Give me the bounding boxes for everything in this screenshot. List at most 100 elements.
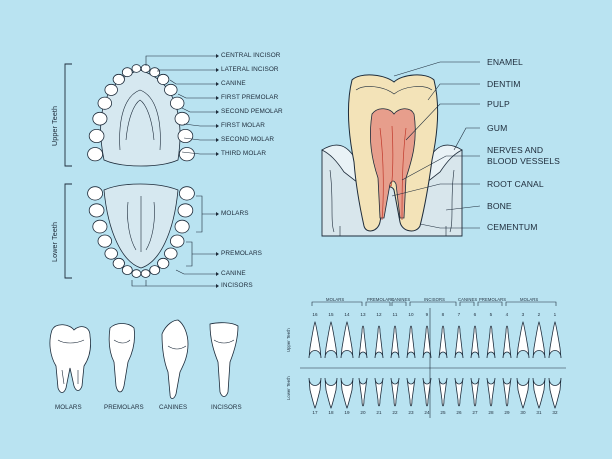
chart-upper-tooth [358,325,368,359]
chart-lower-tooth [486,377,496,407]
label-second-premolar: SECOND PEMOLAR [221,108,283,115]
upper-arch-tooth [177,128,194,143]
chart-lower-teeth [308,377,562,409]
label-gum: GUM [487,123,508,133]
label-lower-canine: CANINE [221,270,246,277]
label-dentim: DENTIM [487,79,521,89]
chart-upper-side-label: Upper Teeth [286,328,291,352]
group-brackets [311,301,557,306]
lower-arch-tooth [121,265,133,276]
label-lower-molars: MOLARS [221,210,249,217]
chart-lower-number: 26 [456,410,462,415]
chart-lower-number: 21 [376,410,382,415]
upper-arch-tooth [164,83,178,96]
caption-canines: CANINES [159,404,188,411]
lower-arch-tooth [112,257,125,269]
chart-upper-number: 12 [376,312,382,317]
chart-upper-number: 15 [328,312,334,317]
lower-arch-tooth [177,203,194,218]
label-first-molar: FIRST MOLAR [221,122,265,129]
upper-arch-tooth [140,64,151,73]
upper-arch-tooth [121,67,133,78]
label-bone: BONE [487,201,512,211]
label-first-premolar: FIRST PREMOLAR [221,94,279,101]
upper-bracket [64,63,72,167]
upper-arch-tooth [149,67,161,78]
label-pulp: PULP [487,99,510,109]
chart-upper-tooth [374,325,384,359]
chart-lower-tooth [470,377,480,407]
chart-group-premolars-right: PREMOLARS [479,297,507,302]
label-enamel: ENAMEL [487,57,523,67]
lower-arch-tooth [169,234,185,248]
chart-lower-number: 28 [488,410,494,415]
chart-lower-number: 20 [360,410,366,415]
caption-incisors: INCISORS [211,404,242,411]
lower-bracket [64,183,72,279]
chart-upper-tooth [390,325,400,359]
chart-upper-number: 10 [408,312,414,317]
label-blood-vessels: BLOOD VESSELS [487,156,560,166]
lower-leader-lines [131,195,216,287]
chart-upper-tooth [548,321,562,359]
chart-upper-number: 13 [360,312,366,317]
caption-molars: MOLARS [55,404,82,411]
chart-lower-tooth [532,377,546,409]
lower-arch-tooth [97,234,113,248]
chart-upper-tooth [340,321,354,359]
label-canine: CANINE [221,80,246,87]
chart-lower-number: 25 [440,410,446,415]
chart-lower-number: 32 [552,410,558,415]
label-lower-premolars: PREMOLARS [221,250,263,257]
upper-arch-tooth [169,96,185,110]
upper-arch-tooth [88,128,105,143]
label-second-molar: SECOND MOLAR [221,136,275,143]
chart-group-molars-left: MOLARS [326,297,345,302]
upper-teeth-ring [87,64,195,162]
upper-arch-tooth [104,83,118,96]
chart-lower-side-label: Lower Teeth [286,376,291,400]
incisor-tooth [209,322,239,397]
chart-lower-tooth [324,377,338,409]
chart-lower-tooth [502,377,512,407]
lower-arch-tooth [164,247,178,260]
chart-upper-number: 16 [312,312,318,317]
label-nerves-and: NERVES AND [487,145,544,155]
lower-arch-tooth [87,186,103,201]
upper-arch-tooth [174,111,190,126]
label-root-canal: ROOT CANAL [487,179,544,189]
chart-lower-number: 24 [424,410,430,415]
label-lateral-incisor: LATERAL INCISOR [221,66,279,73]
upper-arch-tooth [131,64,142,73]
chart-upper-number: 9 [425,312,429,317]
chart-lower-tooth [438,377,448,407]
chart-lower-tooth [374,377,384,407]
upper-arch-tooth [87,147,103,162]
chart-upper-number: 1 [553,312,557,317]
caption-premolars: PREMOLARS [104,404,144,411]
chart-upper-number: 3 [521,312,525,317]
upper-arch-tooth [92,111,108,126]
chart-group-incisors: INCISORS [424,297,446,302]
chart-lower-number: 31 [536,410,542,415]
chart-upper-tooth [470,325,480,359]
chart-upper-tooth [502,325,512,359]
cross-section-leader-lines [391,61,481,229]
upper-arch-tooth [97,96,113,110]
chart-lower-number: 18 [328,410,334,415]
upper-leader-lines [145,55,216,155]
chart-upper-number: 11 [392,312,398,317]
chart-lower-tooth [406,377,416,407]
chart-lower-number: 23 [408,410,414,415]
chart-upper-number: 6 [473,312,477,317]
chart-upper-number: 8 [441,312,445,317]
chart-upper-tooth [516,321,530,359]
chart-upper-teeth [308,321,562,359]
lower-arch-tooth [92,219,108,234]
chart-lower-tooth [308,377,322,409]
label-cementum: CEMENTUM [487,222,538,232]
chart-upper-number: 4 [505,312,509,317]
chart-upper-tooth [422,325,432,359]
chart-lower-number: 29 [504,410,510,415]
